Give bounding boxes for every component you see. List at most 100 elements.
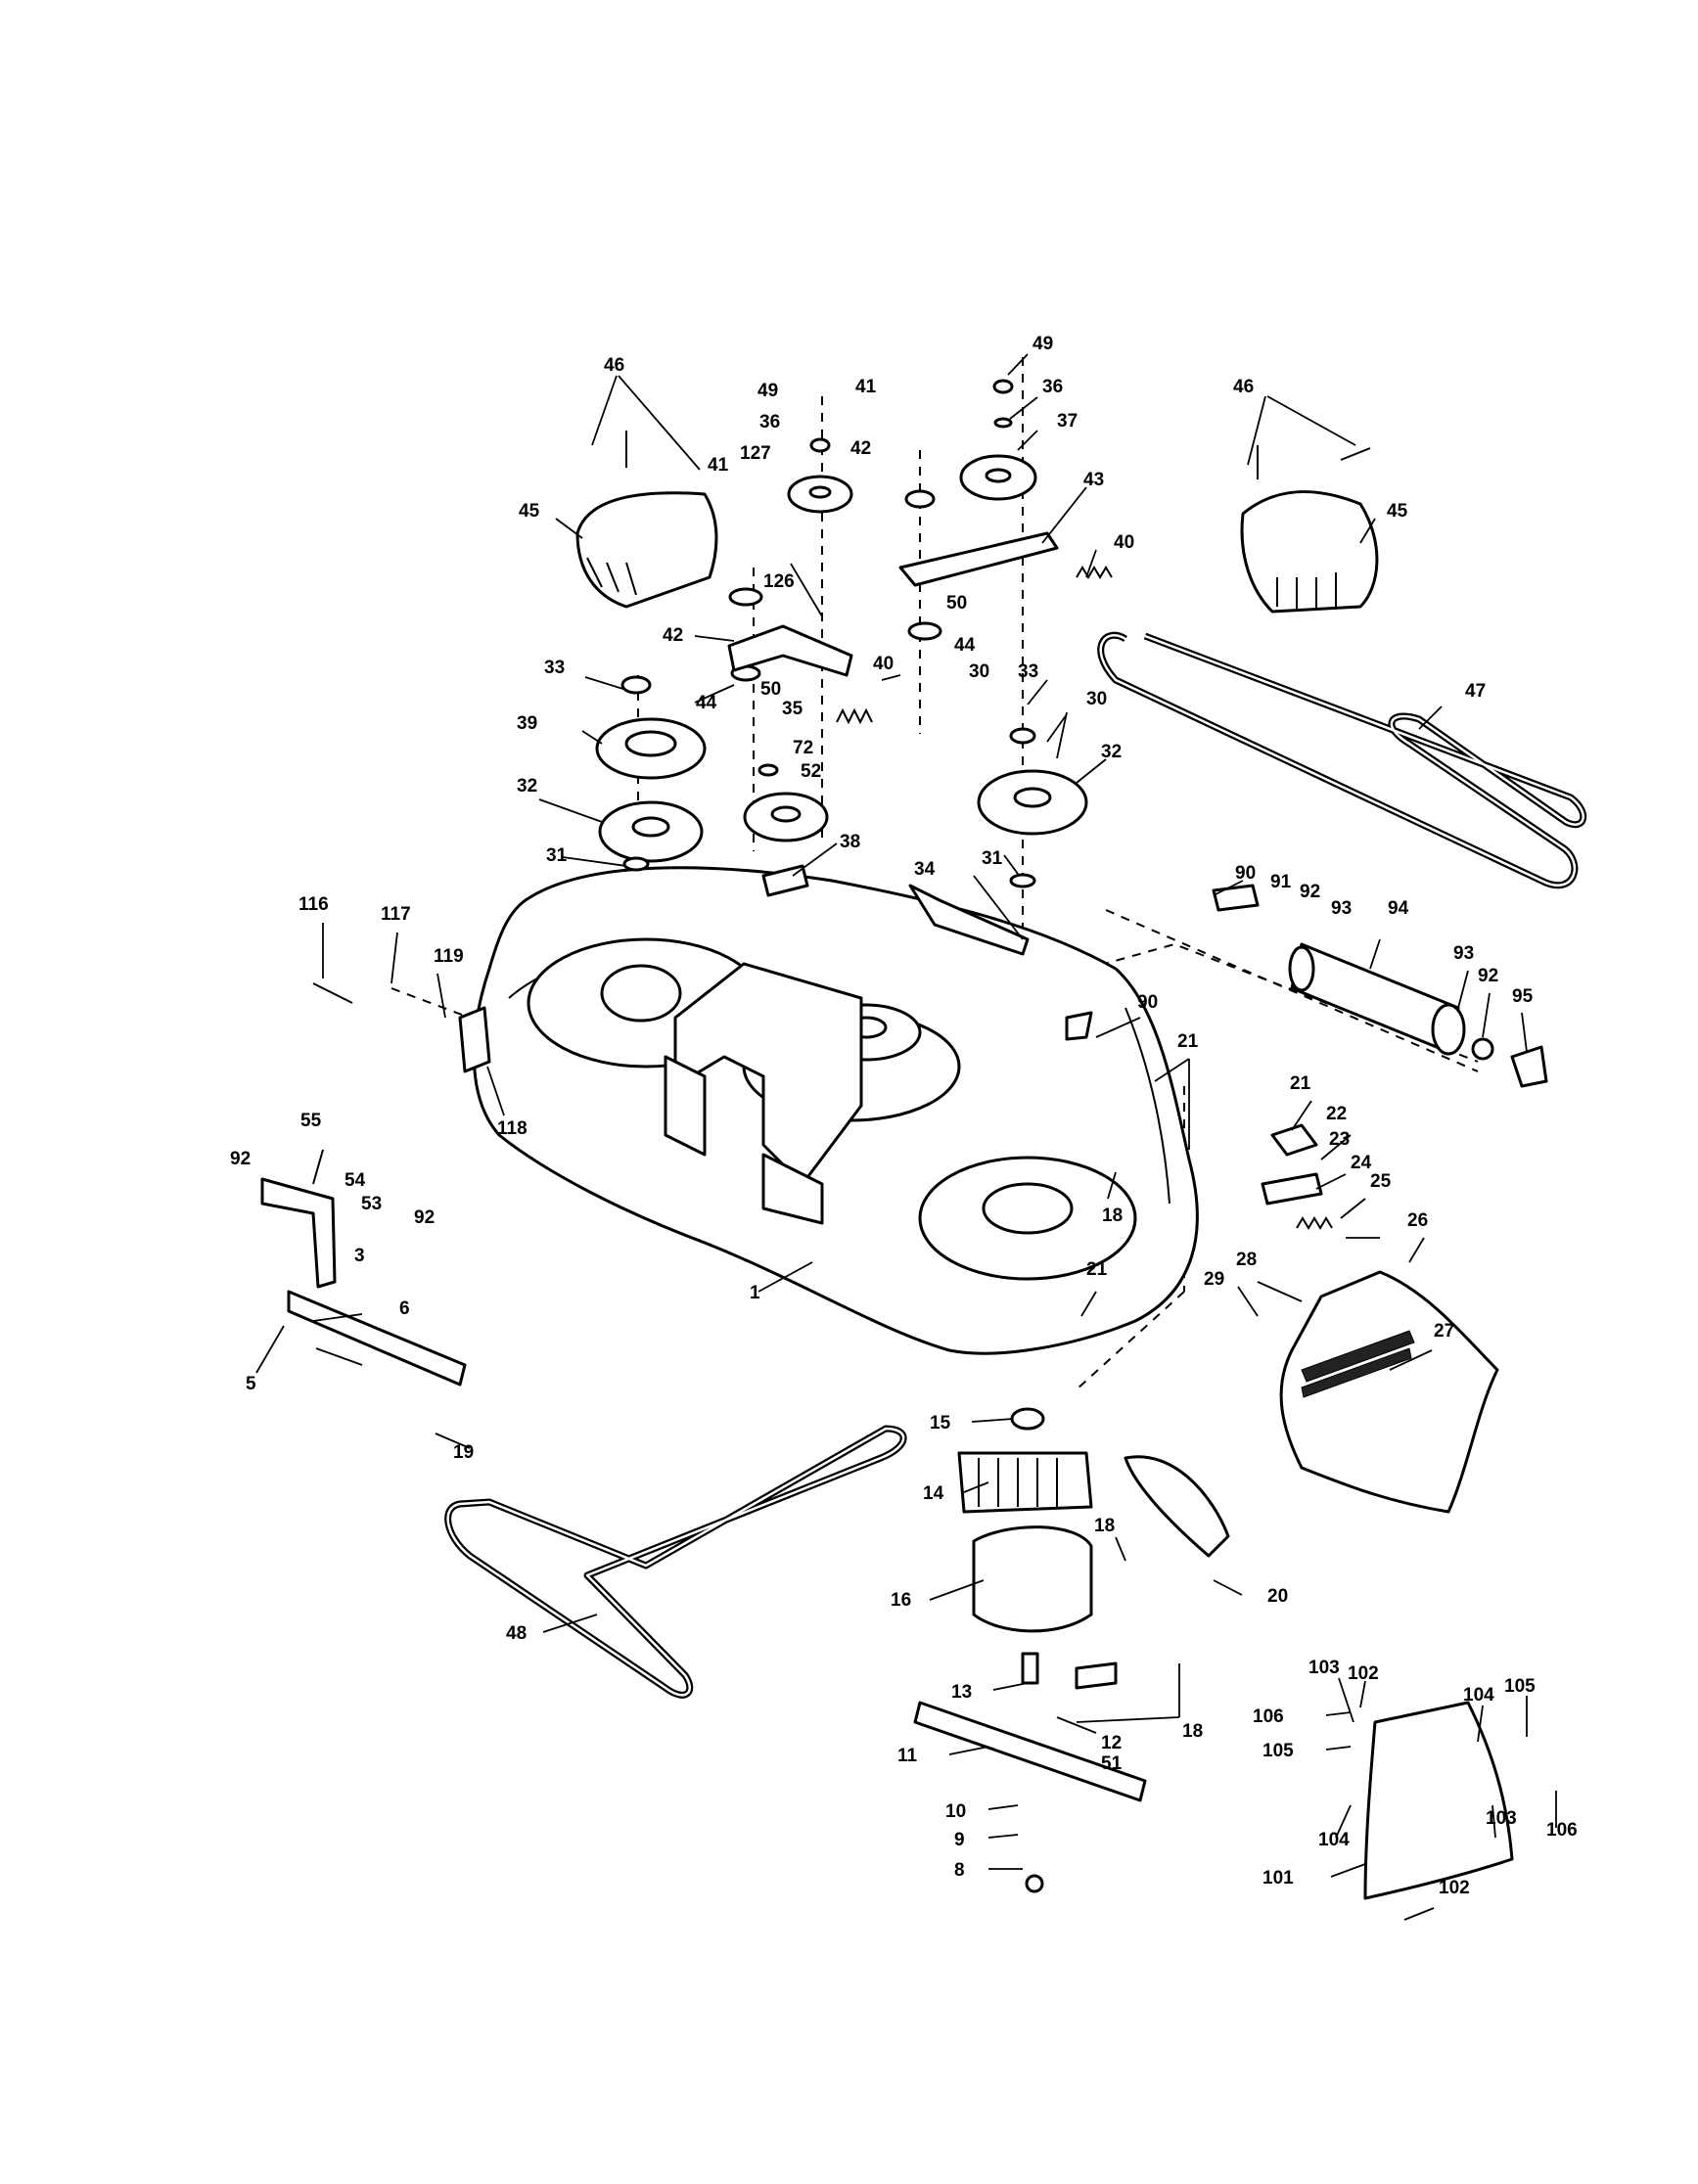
callout-26: 26 [1407,1210,1428,1231]
callout-45: 45 [1387,501,1408,522]
callout-18: 18 [1182,1721,1203,1742]
callout-41: 41 [708,455,729,476]
callout-53: 53 [361,1194,382,1214]
callout-44: 44 [696,693,717,713]
callout-91: 91 [1270,872,1292,892]
callout-92: 92 [1300,882,1320,902]
callout-48: 48 [506,1623,527,1644]
callout-23: 23 [1329,1129,1350,1150]
callout-117: 117 [381,904,411,925]
callout-40: 40 [873,654,894,674]
callout-33: 33 [1018,661,1038,682]
callout-49: 49 [757,381,778,401]
callout-95: 95 [1512,986,1534,1007]
callout-92: 92 [230,1149,251,1169]
callout-93: 93 [1453,943,1474,964]
mower-deck [458,866,1199,1355]
callout-105: 105 [1262,1741,1294,1761]
callout-9: 9 [954,1830,965,1850]
belt-47 [1097,631,1587,889]
callout-51: 51 [1101,1753,1123,1774]
anti-scalp-roller [1288,942,1548,1088]
callout-90: 90 [1235,863,1256,884]
callout-31: 31 [546,845,568,866]
callout-102: 102 [1439,1878,1470,1898]
callout-47: 47 [1465,681,1486,702]
discharge-chute [1279,1270,1499,1514]
callout-50: 50 [946,593,967,614]
belt-covers [575,490,1379,614]
brackets [260,531,1323,1387]
callout-36: 36 [759,412,780,432]
callout-32: 32 [1101,742,1122,762]
callout-103: 103 [1308,1658,1340,1678]
callout-103: 103 [1486,1808,1517,1829]
callout-24: 24 [1351,1153,1372,1173]
callout-30: 30 [969,661,989,682]
callout-126: 126 [763,571,795,592]
callout-13: 13 [951,1682,972,1703]
callout-34: 34 [914,859,936,880]
callout-38: 38 [840,832,860,852]
callout-52: 52 [801,761,821,782]
callout-118: 118 [497,1118,528,1139]
callout-5: 5 [246,1374,256,1394]
spindle-assembly [913,1407,1230,1893]
callout-14: 14 [923,1483,944,1504]
belt-48 [444,1425,907,1699]
callout-3: 3 [354,1246,365,1266]
callout-101: 101 [1262,1868,1294,1888]
callout-11: 11 [897,1746,918,1766]
callout-18: 18 [1102,1206,1123,1226]
bolts [312,431,1371,1185]
callout-104: 104 [1463,1685,1494,1706]
callout-106: 106 [1253,1706,1284,1727]
callout-21: 21 [1290,1073,1311,1094]
callout-40: 40 [1114,532,1134,553]
callout-15: 15 [930,1413,951,1433]
callout-39: 39 [517,713,537,734]
callout-90: 90 [1137,992,1158,1013]
callout-116: 116 [298,894,329,915]
callout-105: 105 [1504,1676,1536,1697]
callout-43: 43 [1083,470,1104,490]
pulleys [595,379,1088,888]
callout-54: 54 [344,1170,366,1191]
callout-42: 42 [663,625,683,646]
callout-42: 42 [850,438,871,459]
callout-127: 127 [740,443,771,464]
callout-44: 44 [954,635,976,656]
callout-20: 20 [1267,1586,1288,1607]
callout-106: 106 [1546,1820,1578,1841]
callout-50: 50 [760,679,781,700]
callout-8: 8 [954,1860,965,1881]
callout-45: 45 [519,501,540,522]
callout-55: 55 [300,1111,322,1131]
callout-37: 37 [1057,411,1078,432]
springs [836,566,1333,1230]
callout-18: 18 [1094,1516,1115,1536]
callout-28: 28 [1236,1250,1257,1270]
callout-10: 10 [945,1801,966,1822]
callout-104: 104 [1318,1830,1350,1850]
callout-35: 35 [782,699,803,719]
callout-30: 30 [1086,689,1107,709]
callout-25: 25 [1370,1171,1392,1192]
callout-33: 33 [544,658,565,678]
callout-92: 92 [1478,966,1498,986]
callout-19: 19 [453,1442,474,1463]
leader-lines [255,353,1557,1921]
callout-6: 6 [399,1298,410,1319]
callout-21: 21 [1177,1031,1199,1052]
callout-32: 32 [517,776,537,796]
callout-1: 1 [750,1283,760,1303]
callout-72: 72 [793,738,813,758]
callout-102: 102 [1348,1663,1379,1684]
callout-labels: 46 49 41 49 36 36 37 127 42 46 45 45 41 … [230,334,1578,1898]
callout-22: 22 [1326,1104,1347,1124]
deflector-shield [1363,1701,1514,1900]
callout-21: 21 [1086,1259,1108,1280]
callout-36: 36 [1042,377,1063,397]
callout-41: 41 [855,377,877,397]
